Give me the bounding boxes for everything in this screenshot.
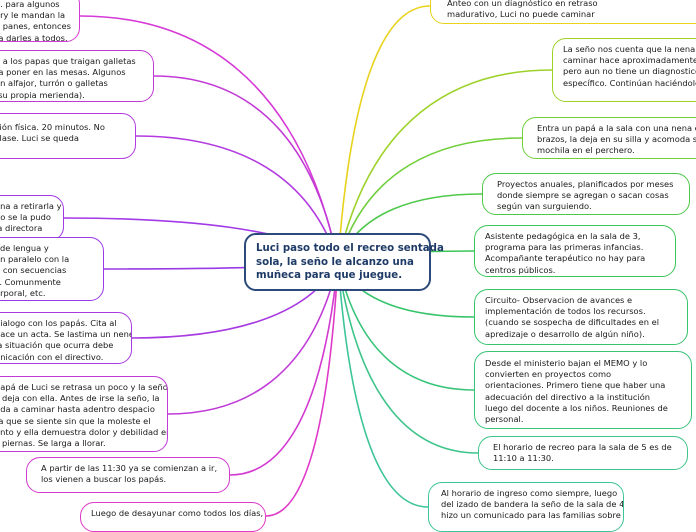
central-topic-line-3: muñeca para que juegue. (256, 270, 403, 281)
right-topic-4-line-3: Acompañante terapéutico no hay para (485, 253, 646, 264)
left-topic-3-line-1: ena a retirarla y (0, 201, 62, 211)
left-topic-after-breakfast[interactable]: Luego de desayunar como todos los días, (80, 502, 266, 532)
right-connector-1 (337, 69, 553, 263)
right-topic-0-line-2: madurativo, Luci no puede caminar (447, 9, 595, 20)
right-topic-6-line-5: luego del docente a los niños. Reuniones… (485, 402, 668, 413)
central-topic-line-2: sola, la seño le alcanzo una (256, 256, 414, 268)
central-topic[interactable]: Luci paso todo el recreo sentada sola, l… (244, 233, 444, 291)
left-topic-5-line-4: unicación con el directivo. (0, 351, 104, 362)
left-topic-6-line-6: s piernas. Se larga a llorar. (0, 438, 106, 449)
right-topic-4-line-4: centros públicos. (485, 264, 556, 275)
right-topic-6-line-2: convierten en proyectos como (485, 369, 612, 380)
left-topic-5-line-2: hace un acta. Se lastima un nene (0, 329, 132, 340)
left-topic-pickup-director[interactable]: ena a retirarla yno se la pudola directo… (0, 195, 64, 241)
right-connector-0 (337, 5, 431, 263)
left-topic-0-line-2: ory le mandan la (0, 10, 66, 21)
left-topic-6-line-5: ento y ella demuestra dolor y debilidad … (0, 426, 168, 437)
left-topic-0-line-1: ... para algunos (0, 0, 60, 9)
right-topic-5-line-3: (cuando se sospecha de dificultades en e… (485, 317, 660, 328)
left-connector-1 (153, 75, 339, 263)
left-topic-1-line-3: an alfajor, turrón o galletas (0, 78, 108, 89)
right-topic-5-line-4: apredizaje o desarrollo de algún niño). (485, 328, 645, 339)
left-topic-5-line-3: la situación que ocurra debe (0, 340, 114, 351)
left-topic-8-line-1: Luego de desayunar como todos los días, (91, 508, 264, 518)
right-topic-4-line-2: programa para las primeras infancias. (485, 242, 644, 253)
right-topic-4-line-1: Asistente pedagógica en la sala de 3, (485, 231, 641, 241)
left-topic-3-line-2: no se la pudo (0, 212, 51, 223)
left-topic-6-line-2: s deja con ella. Antes de irse la seño, … (0, 393, 160, 404)
right-topic-3-line-2: donde siempre se agregan o sacan cosas (497, 190, 669, 201)
left-topic-4-line-2: en paralelo con la (0, 254, 70, 265)
left-topic-2-line-2: clase. Luci se queda (0, 133, 79, 144)
right-topic-0-line-1: Anteo con un diagnóstico en retraso (447, 0, 598, 8)
left-connector-2 (135, 135, 339, 263)
right-connector-8 (337, 261, 429, 508)
left-topic-0-line-4: ra darles a todos. (0, 32, 68, 42)
left-topic-5-line-1: dialogo con los papás. Cita al (0, 318, 117, 328)
left-connector-6 (167, 261, 339, 415)
right-topic-6-line-1: Desde el ministerio bajan el MEMO y lo (485, 358, 648, 368)
right-connector-7 (337, 261, 479, 454)
right-topic-3-line-3: según van surguiendo. (497, 201, 592, 212)
left-topic-6-line-4: ra que se siente sin que la moleste el (0, 415, 151, 426)
right-topic-pedagogical-assistant[interactable]: Asistente pedagógica en la sala de 3,pro… (474, 225, 676, 277)
left-topic-luci-dad-late[interactable]: papá de Luci se retrasa un poco y la señ… (0, 376, 168, 452)
left-topic-4-line-5: orporal, etc. (0, 287, 46, 298)
right-connector-6 (337, 261, 475, 391)
left-topic-1-line-1: e a los papas que traigan galletas (0, 56, 136, 66)
left-topic-1-line-4: (su propia merienda). (0, 89, 85, 100)
right-topic-2-line-1: Entra un papá a la sala con una nena er (537, 123, 696, 133)
right-topic-1-line-1: La seño nos cuenta que la nena n (563, 44, 696, 54)
right-topic-8-line-3: hizo un comunicado para las familias sob… (441, 510, 621, 521)
left-topic-6-line-1: papá de Luci se retrasa un poco y la señ… (0, 382, 168, 392)
right-topic-entry-time[interactable]: Al horario de ingreso como siempre, lueg… (428, 482, 624, 532)
right-topic-recess-schedule[interactable]: El horario de recreo para la sala de 5 e… (478, 436, 688, 470)
right-topic-1-line-4: específico. Continúan haciéndole (563, 77, 696, 88)
right-topic-5-line-1: Circuito- Observacion de avances e (485, 295, 633, 305)
right-topic-5-line-2: implementación de todos los recursos. (485, 306, 646, 317)
right-topic-8-line-1: Al horario de ingreso como siempre, lueg… (441, 488, 618, 498)
right-topic-3-line-1: Proyectos anuales, planificados por mese… (497, 179, 674, 189)
right-connector-2 (337, 137, 523, 263)
right-topic-6-line-6: personal. (485, 414, 524, 425)
left-topic-0-line-3: o panes, entonces (0, 21, 71, 32)
left-topic-4-line-3: n con secuencias (0, 265, 67, 276)
right-topic-8-line-2: del izado de bandera la seño de la sala … (441, 499, 624, 510)
left-topic-7-line-2: los vienen a buscar los papás. (41, 474, 167, 485)
right-topic-7-line-1: El horario de recreo para la sala de 5 e… (493, 442, 672, 452)
right-topic-1-line-3: pero aun no tiene un diagnostico (563, 66, 696, 77)
right-topic-7-line-2: 11:10 a 11:30. (493, 453, 554, 464)
right-topic-1-line-2: caminar hace aproximadamente (563, 55, 696, 66)
left-topic-pickup-time[interactable]: A partir de las 11:30 ya se comienzan a … (26, 457, 230, 493)
right-topic-2-line-3: mochila en el perchero. (537, 145, 635, 156)
right-topic-6-line-4: adecuación del directivo a la institució… (485, 391, 651, 402)
left-topic-4-line-1: l de lengua y (0, 243, 49, 253)
left-topic-4-line-4: s. Comunmente (0, 276, 61, 287)
left-connector-7 (229, 261, 339, 476)
central-topic-line-1: Luci paso todo el recreo sentada (256, 243, 444, 254)
right-topic-annual-projects[interactable]: Proyectos anuales, planificados por mese… (482, 173, 690, 215)
right-topic-2-line-2: brazos, la deja en su silla y acomoda su (537, 134, 696, 145)
right-topic-6-line-3: orientaciones. Primero tiene que haber u… (485, 380, 666, 391)
left-topic-3-line-3: la directora (0, 223, 43, 234)
left-topic-1-line-2: ra poner en las mesas. Algunos (0, 67, 126, 78)
left-connector-8 (265, 261, 339, 517)
left-topic-7-line-1: A partir de las 11:30 ya se comienzan a … (41, 463, 218, 473)
left-topic-6-line-3: uda a caminar hasta adentro despacio (0, 404, 155, 415)
left-topic-2-line-1: ción física. 20 minutos. No (0, 122, 105, 132)
